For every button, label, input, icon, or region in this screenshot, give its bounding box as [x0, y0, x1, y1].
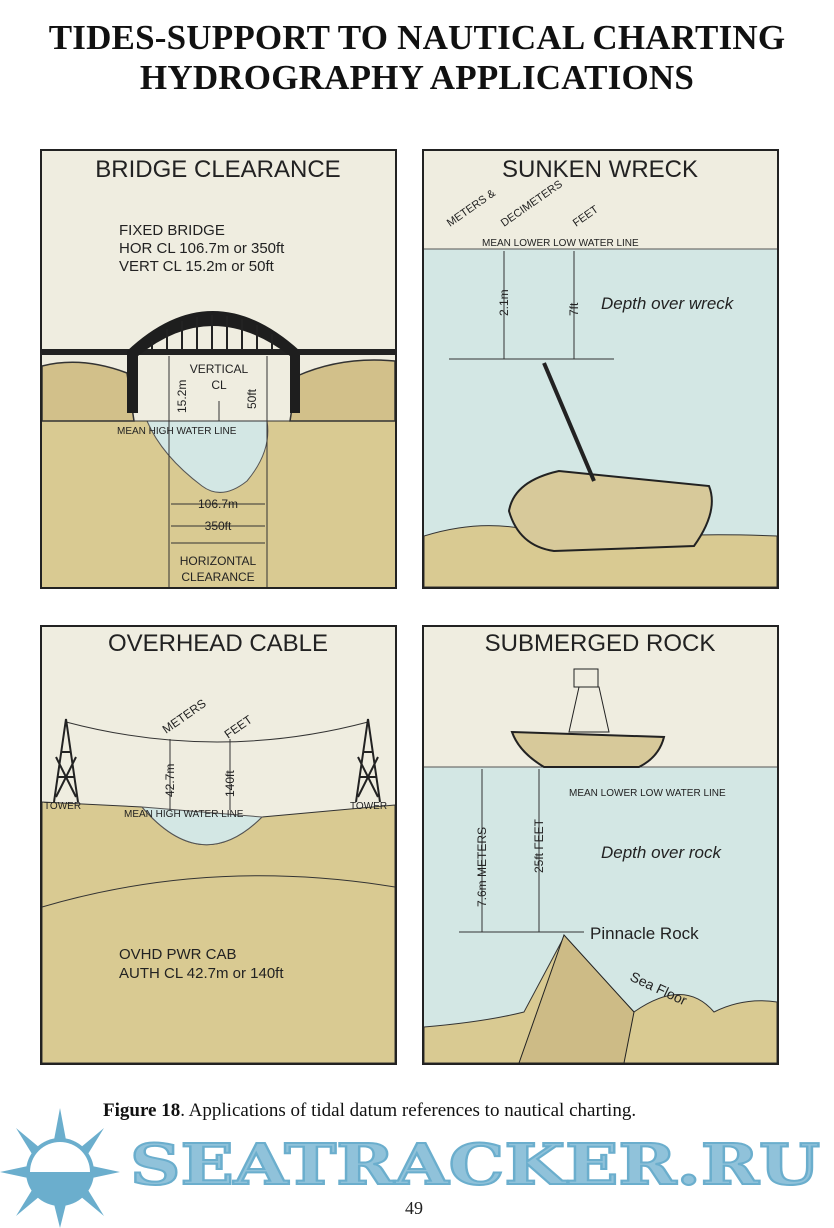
tower-right — [355, 718, 381, 803]
boat-hull — [510, 730, 666, 768]
figure-caption: Figure 18. Applications of tidal datum r… — [103, 1100, 636, 1122]
tower-label-right: TOWER — [350, 801, 387, 812]
wreck-hull — [507, 469, 713, 553]
decimeters-label: DECIMETERS — [499, 178, 565, 229]
feet-label: FEET — [222, 712, 256, 741]
watermark: SEATRACKER.RU — [0, 1108, 821, 1228]
tower-left — [53, 718, 79, 803]
watermark-text: SEATRACKER.RU — [130, 1132, 820, 1198]
panel-title: BRIDGE CLEARANCE — [95, 156, 340, 183]
caption-text: . Applications of tidal datum references… — [180, 1100, 637, 1121]
sunken-wreck-figure: SUNKEN WRECK METERS & DECIMETERS FEET ME… — [422, 149, 779, 589]
boat-tower — [568, 686, 610, 733]
feet-label: FEET — [571, 203, 601, 229]
horizontal-label: HORIZONTAL — [180, 554, 257, 568]
horizontal-meters: 106.7m — [198, 497, 238, 511]
vertical-meters: 15.2m — [175, 380, 189, 413]
depth-feet: 25ft FEET — [532, 818, 546, 873]
heading-line-2: HYDROGRAPHY APPLICATIONS — [139, 58, 695, 97]
panel-title: SUBMERGED ROCK — [485, 630, 716, 657]
depth-feet: 7ft — [567, 302, 581, 316]
power-cable — [65, 721, 369, 743]
bridge-type: FIXED BRIDGE — [119, 222, 225, 239]
depth-meters: 2.1m — [497, 289, 511, 316]
right-bank — [289, 359, 395, 422]
vertical-clearance-text: VERT CL 15.2m or 50ft — [119, 258, 275, 275]
vertical-feet: 50ft — [245, 388, 259, 409]
water-line-label: MEAN LOWER LOW WATER LINE — [569, 788, 726, 799]
heading-line-1: TIDES-SUPPORT TO NAUTICAL CHARTING — [48, 18, 786, 57]
horizontal-clearance-text: HOR CL 106.7m or 350ft — [119, 240, 285, 257]
meters-label: METERS — [160, 696, 209, 736]
wreck-mast — [542, 362, 596, 482]
cable-type: OVHD PWR CAB — [119, 946, 237, 963]
clearance-label: CLEARANCE — [181, 570, 254, 584]
clearance-meters: 42.7m — [163, 764, 177, 797]
pinnacle-rock — [518, 934, 635, 1063]
water-line-label: MEAN HIGH WATER LINE — [117, 426, 237, 437]
water-line-label: MEAN HIGH WATER LINE — [124, 809, 244, 820]
water — [140, 806, 264, 846]
cable-clearance-text: AUTH CL 42.7m or 140ft — [119, 965, 284, 982]
clearance-feet: 140ft — [223, 770, 237, 797]
depth-meters: 7.6m METERS — [475, 827, 489, 907]
horizontal-feet: 350ft — [205, 519, 232, 533]
overhead-cable-figure: OVERHEAD CABLE METERS FEET 42.7m 140ft T… — [40, 625, 397, 1065]
river-water — [146, 420, 269, 493]
page-number: 49 — [405, 1198, 423, 1218]
water-line-label: MEAN LOWER LOW WATER LINE — [482, 238, 639, 249]
vertical-label: VERTICAL — [190, 362, 249, 376]
cl-label: CL — [211, 378, 227, 392]
depth-label: Depth over rock — [601, 843, 722, 862]
tower-label-left: TOWER — [44, 801, 81, 812]
left-bank — [42, 361, 135, 422]
pinnacle-rock-label: Pinnacle Rock — [590, 924, 699, 943]
figure-label: Figure 18 — [103, 1100, 181, 1121]
bridge-clearance-figure: BRIDGE CLEARANCE FIXED BRIDGE HOR CL 106… — [40, 149, 397, 589]
submerged-rock-figure: SUBMERGED ROCK MEAN LOWER LOW WATER LINE… — [422, 625, 779, 1065]
panel-title: SUNKEN WRECK — [502, 156, 698, 183]
meters-label: METERS & — [445, 187, 498, 229]
panel-title: OVERHEAD CABLE — [108, 630, 328, 657]
depth-label: Depth over wreck — [601, 294, 735, 313]
